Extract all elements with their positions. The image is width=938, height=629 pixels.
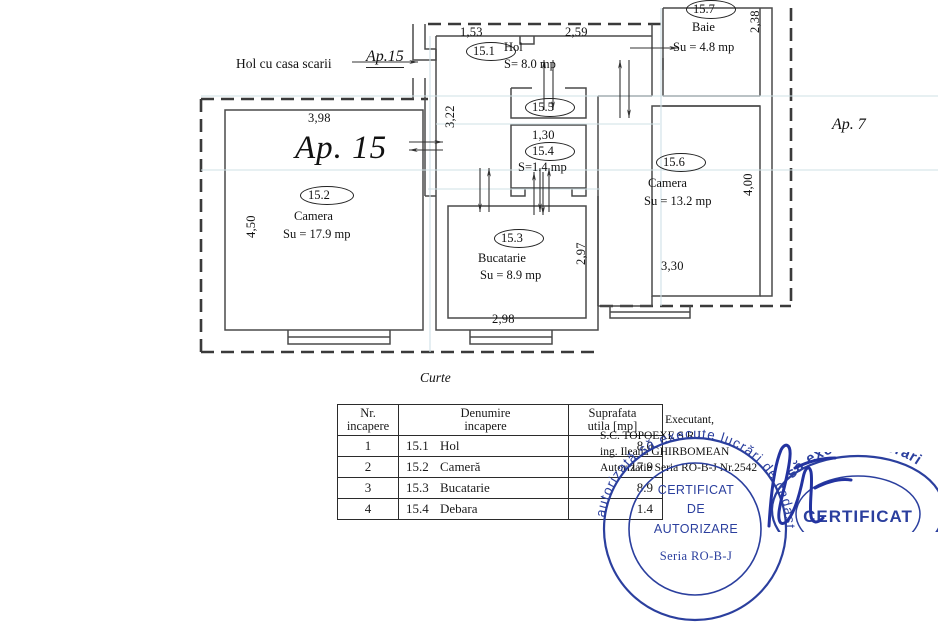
dimension-3-98: 3,98 (308, 111, 331, 125)
dimension-2-59: 2,59 (565, 25, 588, 39)
header-suprafata: Suprafata utila [mp] (568, 403, 663, 437)
dimension-3-22: 3,22 (443, 105, 457, 128)
cell-name: Bucatarie (440, 480, 490, 496)
header-sup-line1: Suprafata (588, 406, 637, 420)
floor-plan-document: Hol cu casa scarii Ap.15 Ap. 15 Ap. 7 Cu… (199, 0, 938, 622)
room-tag-15-6: 15.6 (656, 153, 706, 172)
room-area-15-7: Su = 4.8 mp (673, 40, 735, 54)
authorization-stamp: autorizată să execute lucrări de cadastr… (586, 412, 797, 624)
header-sup-line2: utila [mp] (587, 419, 638, 434)
dimension-2-97: 2,97 (574, 242, 588, 265)
dimension-1-30: 1,30 (532, 128, 555, 142)
cell-denumire: 15.2 Cameră (398, 456, 569, 479)
dimension-4-50: 4,50 (244, 215, 258, 238)
stamp-center-line2: DE (686, 502, 706, 517)
room-name-15-2: Camera (294, 209, 333, 223)
room-name-15-7: Baie (692, 20, 715, 34)
header-denumire: Denumire incapere (398, 403, 569, 437)
executant-block: Executant, S.C. TOPOEXE S.R.L. ing. Ilea… (600, 413, 757, 476)
room-area-15-4: S=1.4 mp (518, 160, 567, 174)
dimension-arrows (352, 46, 678, 215)
room-tag-15-7: 15.7 (686, 0, 736, 19)
cell-denumire: 15.1 Hol (398, 435, 569, 458)
cell-name: Debara (440, 501, 478, 517)
cell-code: 15.3 (406, 480, 429, 496)
room-name-15-6: Camera (648, 176, 687, 190)
stairwell-label: Hol cu casa scarii (236, 56, 332, 71)
cell-code: 15.4 (406, 501, 429, 517)
cell-name: Hol (440, 438, 460, 454)
header-nr-line2: incapere (346, 419, 390, 434)
room-tag-15-2: 15.2 (300, 186, 354, 205)
dimension-2-38: 2,38 (748, 10, 762, 33)
room-name-15-1: Hol (504, 40, 523, 54)
executant-line-1: Executant, (665, 414, 714, 426)
stamp-center-line3: AUTORIZARE (653, 521, 739, 536)
table-row: 4 15.4 Debara 1.4 (337, 498, 663, 521)
dimension-1-53: 1,53 (460, 25, 483, 39)
signature (767, 443, 853, 528)
room-tag-15-3: 15.3 (494, 229, 544, 248)
cell-name: Cameră (440, 459, 481, 475)
room-area-15-6: Su = 13.2 mp (644, 194, 712, 208)
executant-line-4: Autorizatie Seria RO-B-J Nr.2542 (600, 461, 758, 474)
stamp-center-line4: Seria RO-B-J (659, 549, 733, 564)
room-tag-15-5: 15.5 (525, 98, 575, 117)
executant-line-3: ing. Ileana GHIRBOMEAN (600, 445, 730, 458)
courtyard-label: Curte (420, 370, 451, 385)
room-name-15-3: Bucatarie (478, 251, 526, 265)
cell-code: 15.2 (406, 459, 429, 475)
cell-area: 1.4 (568, 498, 663, 521)
cert-center-text: CERTIFICAT (803, 507, 913, 526)
header-nr: Nr. incapere (337, 403, 399, 437)
cell-code: 15.1 (406, 438, 429, 454)
room-tag-15-1: 15.1 (466, 42, 516, 61)
header-nr-line1: Nr. (360, 406, 376, 420)
cell-nr: 4 (337, 498, 399, 521)
apartment-title: Ap. 15 (295, 130, 388, 166)
table-header-row: Nr. incapere Denumire incapere Suprafata… (337, 403, 663, 437)
room-area-15-1: S= 8.0 mp (504, 57, 556, 71)
cell-denumire: 15.3 Bucatarie (398, 477, 569, 500)
header-den-line1: Denumire (460, 406, 511, 420)
room-area-15-3: Su = 8.9 mp (480, 268, 542, 282)
neighbor-apartment-label: Ap. 7 (832, 116, 866, 133)
cell-nr: 2 (337, 456, 399, 479)
dimension-3-30: 3,30 (661, 259, 684, 273)
header-den-line2: incapere (464, 419, 507, 434)
cell-nr: 3 (337, 477, 399, 500)
stamp-center-line1: CERTIFICAT (657, 483, 735, 497)
room-tag-15-4: 15.4 (525, 142, 575, 161)
entry-apartment-label: Ap.15 (366, 48, 404, 68)
cell-area: 8.0 (568, 435, 663, 458)
cell-nr: 1 (337, 435, 399, 458)
dimension-2-98: 2,98 (492, 312, 515, 326)
dimension-4-00: 4,00 (741, 173, 755, 196)
cell-denumire: 15.4 Debara (398, 498, 569, 521)
room-area-15-2: Su = 17.9 mp (283, 227, 351, 241)
